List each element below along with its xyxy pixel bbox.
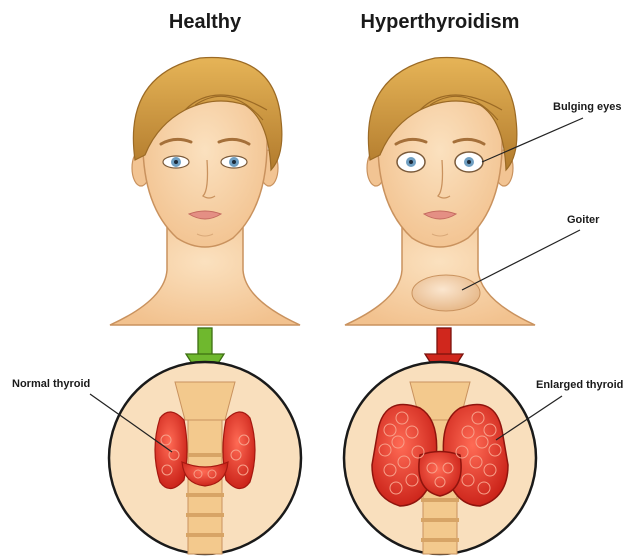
goiter-swelling <box>412 275 480 311</box>
label-bulging-eyes: Bulging eyes <box>553 101 621 113</box>
label-goiter: Goiter <box>567 214 600 226</box>
hyperthyroid-face <box>345 58 535 325</box>
healthy-face <box>110 58 300 325</box>
title-healthy: Healthy <box>169 11 242 33</box>
label-normal-thyroid: Normal thyroid <box>12 378 90 390</box>
normal-thyroid-panel <box>109 362 301 554</box>
enlarged-thyroid-panel <box>344 362 536 554</box>
label-enlarged-thyroid: Enlarged thyroid <box>536 379 623 391</box>
title-hyperthyroidism: Hyperthyroidism <box>361 11 520 33</box>
leader-goiter <box>462 230 580 290</box>
